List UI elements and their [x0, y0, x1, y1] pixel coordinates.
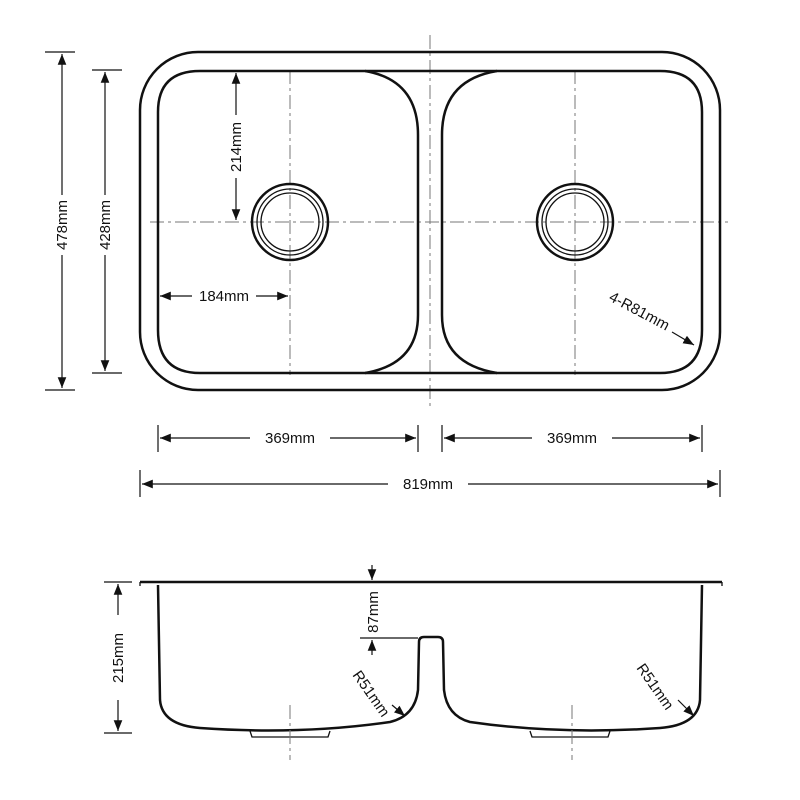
left-drain — [250, 182, 330, 262]
overall-height-label: 478mm — [54, 200, 71, 250]
depth-label: 215mm — [110, 633, 127, 683]
overall-width-label: 819mm — [403, 476, 453, 493]
right-drain-outlet — [529, 730, 611, 738]
corner-radius-label: 4-R81mm — [606, 289, 672, 335]
left-radius-label: R51mm — [349, 668, 393, 721]
right-bowl-width-label: 369mm — [547, 430, 597, 447]
side-view: 215mm 87mm R51mm R51mm — [104, 565, 723, 760]
divider-drop-label: 87mm — [365, 591, 382, 633]
bowl-height-label: 428mm — [97, 200, 114, 250]
top-view: 478mm 428mm 214mm 184mm 4-R81mm 369mm 36… — [45, 35, 728, 497]
drain-from-top-label: 214mm — [228, 122, 245, 172]
sink-body-profile — [156, 584, 704, 732]
right-radius-label: R51mm — [633, 661, 677, 714]
left-bowl-width-label: 369mm — [265, 430, 315, 447]
right-drain — [535, 182, 615, 262]
drain-from-side-label: 184mm — [199, 288, 249, 305]
sink-outer-rim — [138, 50, 722, 392]
